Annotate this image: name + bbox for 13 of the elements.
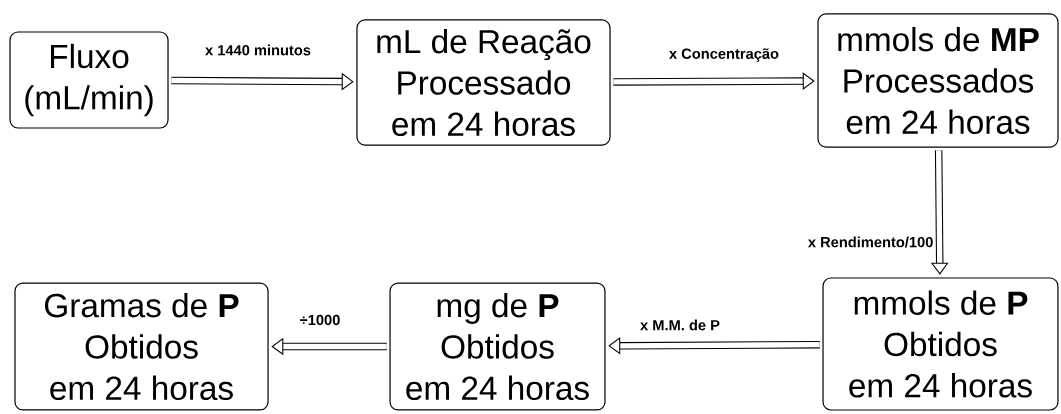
edge-label: x 1440 minutos: [203, 43, 313, 57]
arrow: [608, 337, 820, 355]
process-box: Fluxo (mL/min): [9, 31, 169, 129]
edge-label: x Rendimento/100: [806, 235, 935, 249]
process-box: mmols de P Obtidos em 24 horas: [822, 277, 1059, 411]
edge-label: ÷1000: [298, 313, 342, 327]
edge-label: x Concentração: [667, 46, 781, 64]
edge-label: x M.M. de P: [638, 318, 722, 332]
process-box: mmols de MP Processados em 24 horas: [817, 13, 1059, 148]
process-box: mL de Reação Processado em 24 horas: [356, 19, 611, 146]
arrow: [613, 72, 815, 90]
process-box: Gramas de P Obtidos em 24 horas: [14, 282, 269, 411]
process-box: mg de P Obtidos em 24 horas: [389, 282, 606, 411]
